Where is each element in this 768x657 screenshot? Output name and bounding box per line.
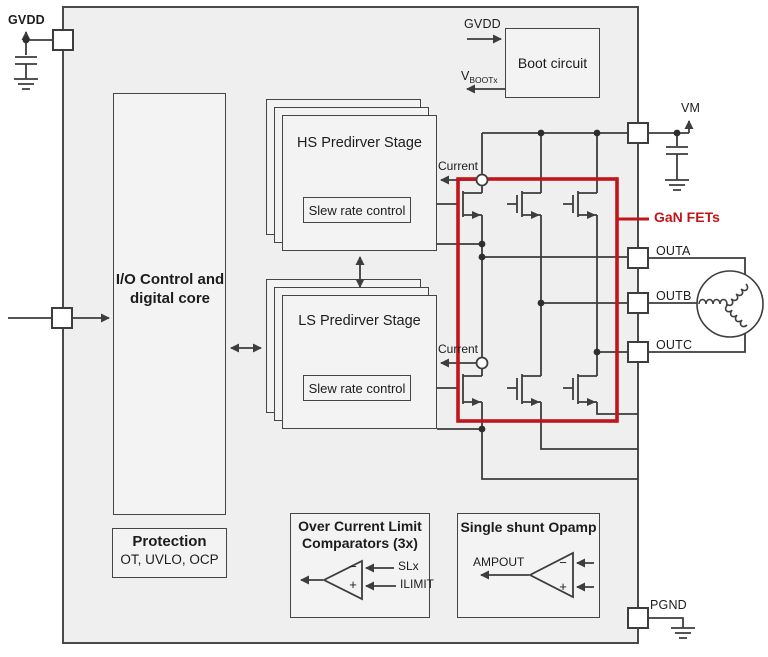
gvdd-label: GVDD (8, 13, 45, 27)
boot-circuit-box (505, 28, 600, 98)
current-tap-circles (475, 173, 489, 370)
comparators-title: Over Current Limit Comparators (3x) (290, 518, 430, 552)
ls-predriver-title: LS Predirver Stage (298, 313, 421, 329)
io-control-title: I/O Control and digital core (113, 270, 227, 308)
gvdd-decoupling-cap (14, 31, 53, 90)
ampout-label: AMPOUT (473, 555, 525, 569)
hs-fet-c (563, 191, 597, 217)
hs-slew-rate-box (303, 197, 411, 223)
ilimit-label: ILIMIT (400, 577, 435, 591)
phase-out-wires (437, 243, 628, 353)
pin-outc (627, 341, 649, 363)
outb-label: OUTB (656, 289, 692, 303)
protection-title: Protection (132, 533, 207, 550)
opamp-plus-sign: + (559, 579, 567, 594)
hs-predriver-title: HS Predirver Stage (297, 135, 422, 151)
hs-current-tap (475, 173, 489, 187)
motor-symbol (696, 270, 764, 338)
opamp-symbol (480, 551, 594, 599)
hs-predriver-box (282, 115, 437, 251)
ls-return-wires (437, 402, 638, 480)
fet-arrowheads (472, 211, 596, 406)
ls-slew-rate-box (303, 375, 411, 401)
hs-slew-label: Slew rate control (308, 202, 406, 218)
motor-winding-b (698, 298, 728, 305)
comparators-title-line2: Comparators (3x) (302, 535, 418, 551)
occ-plus-sign: + (349, 577, 357, 592)
io-control-box (113, 93, 226, 515)
comparators-title-line1: Over Current Limit (298, 518, 422, 534)
motor-winding-a (725, 283, 749, 307)
pin-gvdd (52, 29, 74, 51)
vm-label: VM (681, 101, 701, 115)
pin-outb (627, 292, 649, 314)
ls-fet-c (563, 374, 597, 404)
ls-current-label: Current (438, 342, 479, 356)
boot-gvdd-label: GVDD (464, 17, 501, 31)
junction-dots (22, 36, 681, 433)
protection-items: OT, UVLO, OCP (120, 552, 219, 567)
io-control-line1: I/O Control and (115, 271, 225, 288)
pin-pgnd (627, 607, 649, 629)
ls-slew-label: Slew rate control (308, 380, 406, 396)
protection-box (112, 528, 227, 578)
vbootx-base: V (461, 69, 470, 83)
pin-outa (627, 247, 649, 269)
pgnd-label: PGND (650, 598, 687, 612)
vbootx-label: VBOOTx (461, 69, 498, 85)
io-control-line2: digital core (129, 290, 211, 307)
hs-fet-b (507, 191, 541, 217)
outc-label: OUTC (656, 338, 693, 352)
protection-text: Protection OT, UVLO, OCP (112, 533, 227, 567)
vm-wires (648, 120, 694, 191)
boot-circuit-title: Boot circuit (517, 55, 588, 71)
vm-top-rail (481, 132, 628, 193)
opamp-title: Single shunt Opamp (460, 519, 597, 535)
vbootx-sub: BOOTx (469, 75, 498, 85)
pin-vm (627, 122, 649, 144)
slx-label: SLx (398, 559, 419, 573)
pin-input (51, 307, 73, 329)
gan-highlight-box (456, 177, 649, 423)
hs-current-label: Current (438, 159, 479, 173)
ls-fet-b (507, 374, 541, 404)
outa-label: OUTA (656, 244, 691, 258)
phase-verticals (481, 215, 598, 376)
ls-current-tap (475, 356, 489, 370)
pgnd-wires (648, 617, 695, 639)
occ-minus-sign: − (349, 559, 357, 574)
occ-comparator-symbol (300, 559, 396, 601)
ls-predriver-box (282, 295, 437, 429)
gan-fets-label: GaN FETs (654, 209, 720, 225)
chip-pins (51, 29, 649, 629)
boot-circuit-wires (466, 34, 505, 94)
opamp-minus-sign: − (559, 555, 567, 570)
